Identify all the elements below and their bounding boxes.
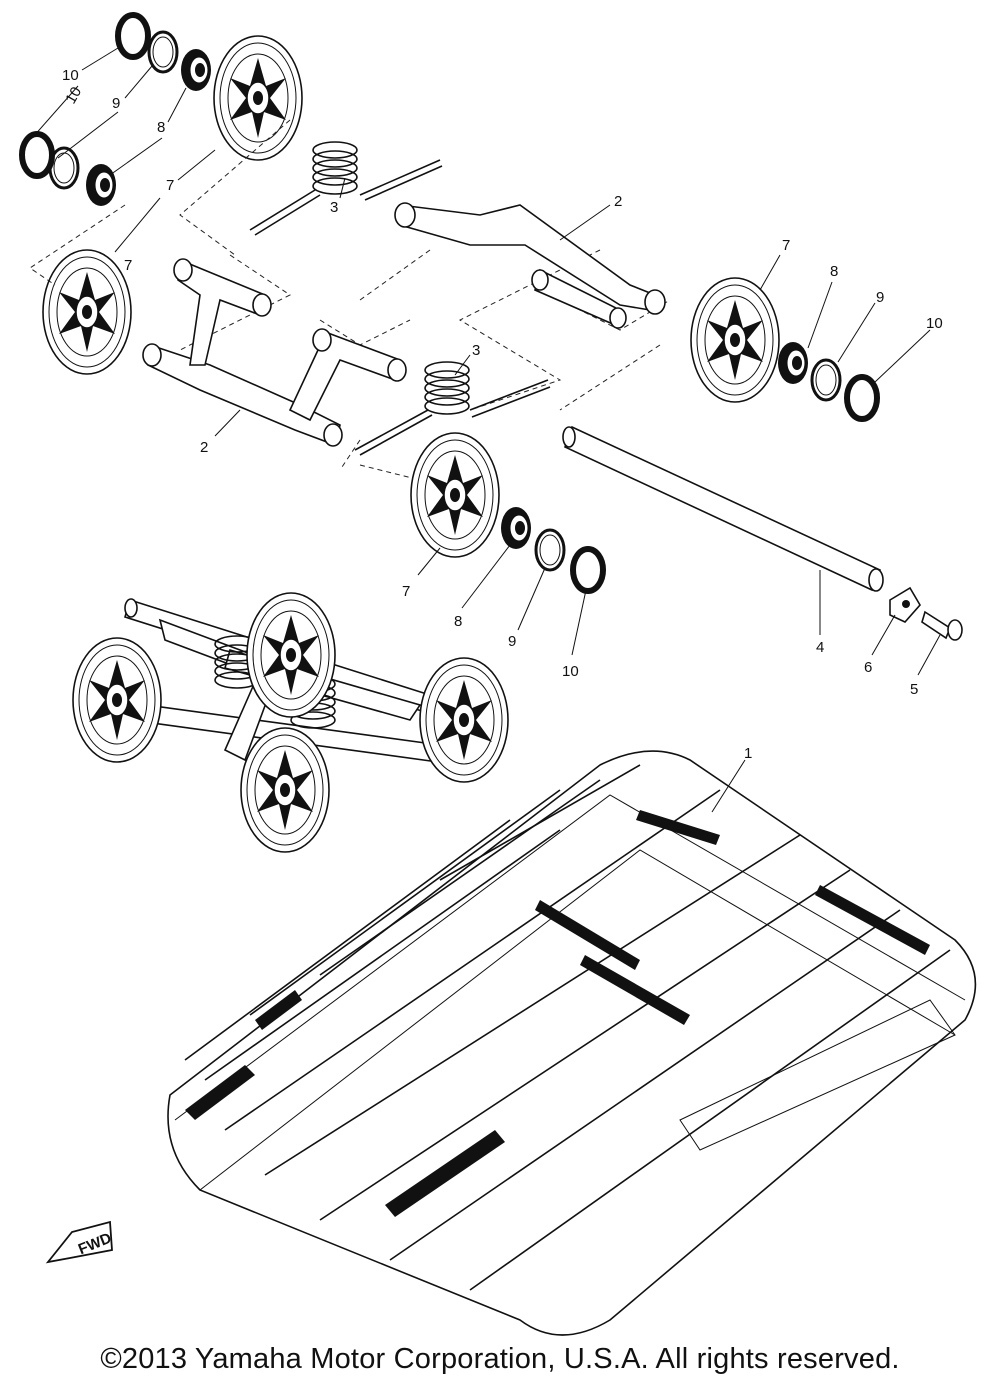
lower-suspension-arm xyxy=(142,258,407,447)
upper-left-ring-top xyxy=(147,30,179,74)
callout-3-a: 3 xyxy=(330,199,338,216)
center-seal xyxy=(573,549,603,591)
callout-labels: 10 10 9 8 7 3 2 2 3 7 8 9 10 7 7 8 9 10 … xyxy=(62,67,943,762)
callout-6: 6 xyxy=(864,659,872,676)
shaft xyxy=(562,425,884,592)
assembled-suspension xyxy=(72,592,509,853)
right-bearing xyxy=(777,341,809,385)
callout-7-c: 7 xyxy=(402,583,410,600)
callout-8-b: 8 xyxy=(830,263,838,280)
callout-5: 5 xyxy=(910,681,918,698)
upper-spring xyxy=(249,141,443,236)
track-lug-rows xyxy=(184,764,951,1291)
upper-left-front-wheel xyxy=(42,249,132,375)
bolt xyxy=(921,610,963,641)
callout-10-d: 10 xyxy=(562,663,579,680)
upper-left-seal-lower xyxy=(22,134,52,176)
upper-suspension-arm xyxy=(394,202,666,329)
right-wheel xyxy=(690,277,780,403)
upper-left-bearing-top xyxy=(180,48,212,92)
callout-10-c: 10 xyxy=(926,315,943,332)
leader-lines xyxy=(32,47,941,813)
callout-9-b: 9 xyxy=(876,289,884,306)
callout-10-a: 10 xyxy=(62,67,79,84)
center-bearing xyxy=(500,506,532,550)
callout-7-b: 7 xyxy=(782,237,790,254)
right-ring xyxy=(810,358,842,402)
callout-3-b: 3 xyxy=(472,342,480,359)
callout-4: 4 xyxy=(816,639,824,656)
upper-left-seal-top xyxy=(118,15,148,57)
callout-8-c: 8 xyxy=(454,613,462,630)
center-wheel xyxy=(410,432,500,558)
exploded-parts-diagram: FWD 10 10 9 8 7 3 2 2 3 xyxy=(0,0,977,1336)
bracket xyxy=(889,586,921,623)
track-belt xyxy=(167,750,977,1336)
callout-2-b: 2 xyxy=(200,439,208,456)
center-ring xyxy=(534,528,566,572)
callout-8-a: 8 xyxy=(157,119,165,136)
upper-left-bearing-lower xyxy=(85,163,117,207)
callout-10-b: 10 xyxy=(62,84,85,107)
copyright-notice: ©2013 Yamaha Motor Corporation, U.S.A. A… xyxy=(100,1343,900,1375)
callout-9-a: 9 xyxy=(112,95,120,112)
lower-spring xyxy=(354,361,551,456)
forward-direction-arrow: FWD xyxy=(45,1220,114,1264)
callout-9-c: 9 xyxy=(508,633,516,650)
upper-left-rear-wheel xyxy=(213,35,303,161)
callout-1: 1 xyxy=(744,745,752,762)
callout-7-d: 7 xyxy=(124,257,132,274)
callout-2-a: 2 xyxy=(614,193,622,210)
right-seal xyxy=(847,377,877,419)
callout-7-a: 7 xyxy=(166,177,174,194)
